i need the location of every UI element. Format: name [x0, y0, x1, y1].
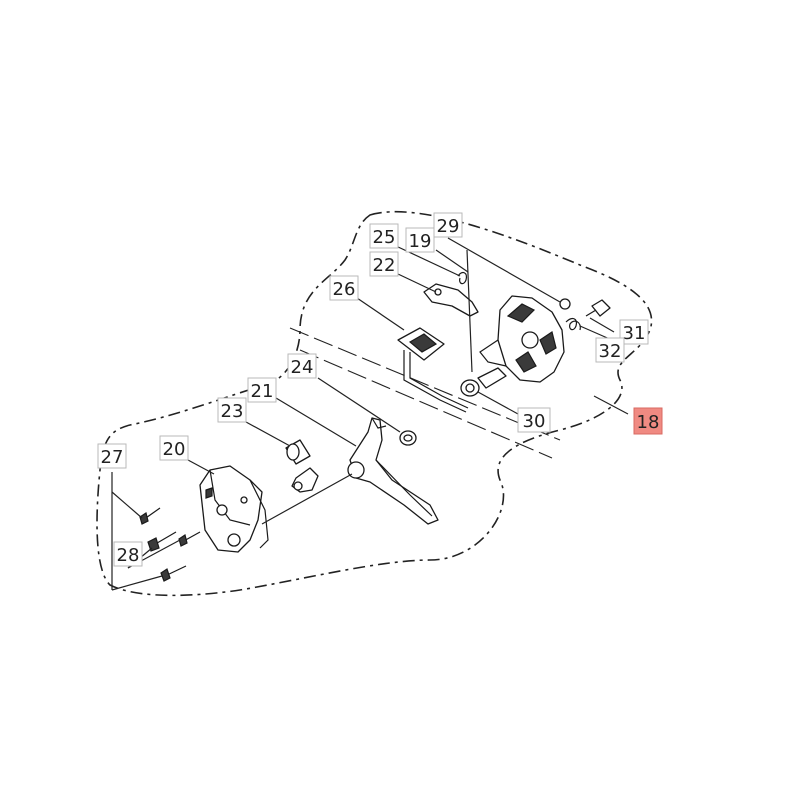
- callout-label-29: 29: [437, 216, 460, 237]
- washer-part: [559, 298, 571, 310]
- callout-21: 21: [247, 377, 277, 403]
- callout-29: 29: [433, 212, 463, 238]
- main-housing-part: [477, 295, 565, 389]
- callout-31: 31: [619, 319, 649, 345]
- screw-part-31: [585, 299, 611, 317]
- callout-18-highlighted: 18: [633, 407, 663, 435]
- sleeve-part: [285, 439, 311, 465]
- left-cover-part: [199, 465, 269, 553]
- callout-label-25: 25: [373, 227, 396, 248]
- spring-part: [565, 317, 581, 331]
- callout-label-21: 21: [251, 381, 274, 402]
- callout-label-26: 26: [333, 279, 356, 300]
- clip-part: [291, 467, 319, 493]
- screw-part-28b: [178, 531, 201, 547]
- callout-label-32: 32: [599, 341, 622, 362]
- callout-26: 26: [329, 275, 359, 301]
- callout-22: 22: [369, 251, 399, 277]
- callout-label-23: 23: [221, 401, 244, 422]
- screw-part-28a: [147, 531, 177, 552]
- callout-label-22: 22: [373, 255, 396, 276]
- screw-part-28c: [160, 565, 187, 582]
- callout-label-20: 20: [163, 439, 186, 460]
- callout-23: 23: [217, 397, 247, 423]
- screw-part-27: [139, 507, 161, 525]
- rod-bracket-part: [397, 327, 469, 413]
- pin-part-25: [457, 271, 467, 285]
- bushing-part: [460, 379, 480, 397]
- callout-label-31: 31: [623, 323, 646, 344]
- axis-line-lower: [299, 349, 553, 459]
- callout-32: 32: [595, 337, 625, 363]
- callout-24: 24: [287, 353, 317, 379]
- callout-label-28: 28: [117, 545, 140, 566]
- leader-lines: [111, 237, 629, 591]
- assembly-outline: [96, 210, 653, 597]
- axis-line-upper: [289, 327, 561, 441]
- callout-30: 30: [517, 407, 551, 433]
- callout-label-24: 24: [291, 357, 314, 378]
- ring-part: [399, 430, 417, 446]
- callout-27: 27: [97, 443, 127, 469]
- callout-label-19: 19: [409, 231, 432, 252]
- callout-label-30: 30: [523, 411, 546, 432]
- callout-19: 19: [405, 227, 435, 253]
- callout-20: 20: [159, 435, 189, 461]
- callout-label-18: 18: [637, 412, 660, 433]
- lever-part: [347, 417, 439, 525]
- callout-28: 28: [113, 541, 143, 567]
- callout-25: 25: [369, 223, 399, 249]
- callout-label-27: 27: [101, 447, 124, 468]
